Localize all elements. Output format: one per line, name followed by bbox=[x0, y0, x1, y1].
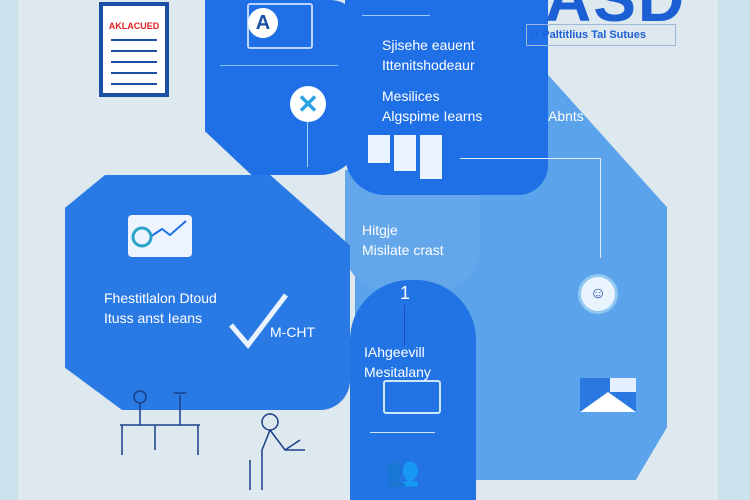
left-card-shape bbox=[65, 175, 350, 410]
person-with-laptop-illustration bbox=[240, 410, 330, 495]
block2-line1: Mesilices bbox=[382, 88, 440, 104]
connector-line bbox=[460, 158, 600, 159]
clipboard-label: AKLACUED bbox=[108, 21, 160, 31]
connector-line bbox=[600, 158, 601, 258]
block1-line2: Ittenitshodeaur bbox=[382, 57, 475, 73]
checkmark-icon bbox=[226, 290, 296, 357]
person-at-desk-illustration bbox=[110, 385, 210, 470]
presentation-icon bbox=[383, 380, 441, 414]
step-number: 1 bbox=[400, 283, 411, 303]
connector-line bbox=[307, 122, 308, 167]
mid-line1: Hitgje bbox=[362, 222, 398, 238]
check-label: M-CHT bbox=[270, 324, 316, 340]
top-card-shape bbox=[205, 0, 360, 175]
mid-line2: Misilate crast bbox=[362, 242, 444, 258]
close-icon[interactable]: ✕ bbox=[290, 86, 326, 122]
block2-line2: Algspime Iearns bbox=[382, 108, 483, 124]
envelope-icon bbox=[580, 378, 636, 417]
divider bbox=[220, 65, 338, 66]
side-label: Abnts bbox=[548, 108, 584, 124]
arrow-connector bbox=[370, 432, 435, 433]
bottom-card-shape bbox=[350, 280, 476, 500]
clipboard-icon: AKLACUED bbox=[99, 2, 169, 97]
bottom-line1: IAhgeevill bbox=[364, 344, 425, 360]
connector-line bbox=[404, 305, 405, 345]
bar-graphic bbox=[368, 135, 442, 179]
left-line2: Ituss anst Ieans bbox=[104, 310, 203, 326]
left-line1: Fhestitlalon Dtoud bbox=[104, 290, 217, 306]
bottom-line2: Mesitalany bbox=[364, 364, 431, 380]
block1-line1: Sjisehe eauent bbox=[382, 37, 475, 53]
subtitle-box: ⍾ Paltitlius Tal Sutues bbox=[526, 24, 676, 46]
arrow-connector bbox=[362, 15, 430, 16]
subtitle: Paltitlius Tal Sutues bbox=[542, 29, 647, 41]
group-people-icon: 👥 bbox=[385, 456, 420, 487]
bell-icon: ⍾ bbox=[531, 28, 539, 41]
letter-badge: A bbox=[248, 8, 278, 38]
page-title: ASD bbox=[545, 0, 686, 36]
doctor-avatar-icon: ☺ bbox=[578, 274, 618, 314]
chat-chart-icon bbox=[128, 215, 192, 257]
